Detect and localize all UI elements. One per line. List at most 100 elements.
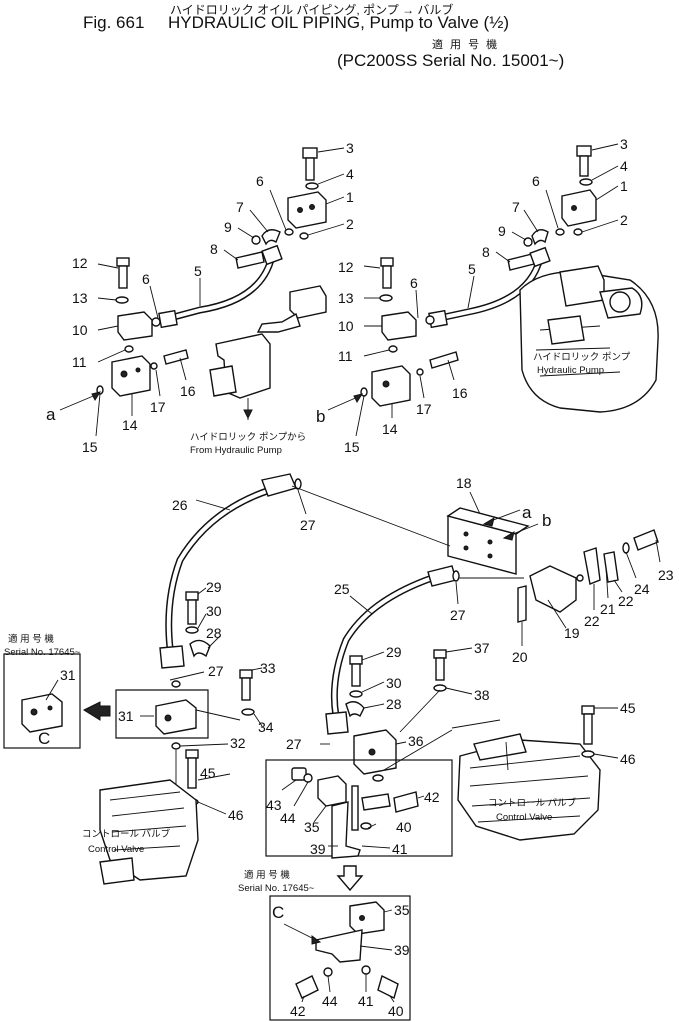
bracket xyxy=(315,929,363,963)
part-number: 9 xyxy=(224,219,232,235)
serial-kana-left: 適 用 号 機 xyxy=(8,633,54,645)
part-number: 21 xyxy=(600,601,616,617)
part-number: 40 xyxy=(388,1003,404,1019)
flange-half xyxy=(117,311,153,341)
arrow-letter-a: a xyxy=(46,405,56,424)
part-number: 13 xyxy=(72,290,88,306)
hyd-pump-kana: ハイドロリック ポンプ xyxy=(533,352,631,363)
hyd-pump-label: Hydraulic Pump xyxy=(537,365,604,376)
arrow-letter-a: a xyxy=(522,503,532,522)
part-number: 22 xyxy=(584,613,600,629)
bolt-shank xyxy=(305,157,315,181)
cv-kana-right: コントロール バルブ xyxy=(488,797,577,809)
block xyxy=(111,355,151,397)
part-number: 27 xyxy=(300,517,316,533)
part-number: 26 xyxy=(172,497,188,513)
part-number: 10 xyxy=(338,318,354,334)
arrow-letter-c: C xyxy=(272,903,284,922)
part-number: 31 xyxy=(118,708,134,724)
part-number: 14 xyxy=(122,417,138,433)
flange-half xyxy=(381,311,417,341)
part-number: 45 xyxy=(200,765,216,781)
bottom-inset xyxy=(269,895,411,1021)
part-number: 1 xyxy=(346,189,354,205)
hose-fitting xyxy=(158,309,178,329)
split-flange xyxy=(287,191,327,229)
part-number: 8 xyxy=(210,241,218,257)
serial-17645-box xyxy=(269,895,411,1021)
arrow-letter-b: b xyxy=(316,407,325,426)
part-number: 27 xyxy=(208,663,224,679)
part-number: 23 xyxy=(658,567,674,583)
bolt xyxy=(163,349,189,365)
control-valve xyxy=(99,779,199,881)
part-number: 44 xyxy=(280,810,296,826)
hose-fitting xyxy=(261,473,297,497)
arrow-letter-b: b xyxy=(542,511,551,530)
left-inset xyxy=(3,653,255,885)
part-number: 13 xyxy=(338,290,354,306)
part-number: 4 xyxy=(346,166,354,182)
serial-inset-box xyxy=(3,653,81,749)
o-ring xyxy=(124,345,134,353)
elbow xyxy=(531,229,549,246)
part-number: 28 xyxy=(386,696,402,712)
part-number: 15 xyxy=(344,439,360,455)
valve-bracket-box xyxy=(265,759,453,857)
part-number: 30 xyxy=(206,603,222,619)
part-number: 11 xyxy=(338,348,353,364)
part-number: 10 xyxy=(72,322,88,338)
from-pump-kana: ハイドロリック ポンプから xyxy=(190,432,306,443)
part-number: 46 xyxy=(228,807,244,823)
part-number: 46 xyxy=(620,751,636,767)
part-number: 36 xyxy=(408,733,424,749)
top-left-assembly xyxy=(59,147,327,420)
part-number: 42 xyxy=(424,789,440,805)
from-pump-label: From Hydraulic Pump xyxy=(190,445,282,456)
bolt xyxy=(235,251,265,269)
part-number: 8 xyxy=(482,244,490,260)
callout-text: ハイドロリック ポンプから From Hydraulic Pump ハイドロリッ… xyxy=(4,352,631,922)
bolt-shank xyxy=(118,265,128,289)
bracket xyxy=(529,565,577,613)
block xyxy=(371,365,411,407)
center-inset xyxy=(265,705,601,859)
bolt-head xyxy=(302,147,318,159)
pump-pipe xyxy=(256,312,301,333)
cv-label-left: Control Valve xyxy=(88,844,144,855)
part-number: 16 xyxy=(180,383,196,399)
elbow xyxy=(261,229,281,246)
arrow-letter-c: C xyxy=(38,729,50,748)
pump-port xyxy=(209,365,237,397)
page-title: HYDRAULIC OIL PIPING, Pump to Valve (½) xyxy=(168,13,510,32)
part-number: 3 xyxy=(620,136,628,152)
part-number: 15 xyxy=(82,439,98,455)
serial-range: (PC200SS Serial No. 15001~) xyxy=(337,51,565,70)
cv-kana-left: コントロール バルブ xyxy=(82,828,171,840)
part-number: 33 xyxy=(260,660,276,676)
part-number: 4 xyxy=(620,158,628,174)
part-number: 5 xyxy=(468,261,476,277)
part-number: 41 xyxy=(392,841,408,857)
part-number: 6 xyxy=(142,271,150,287)
part-number: 20 xyxy=(512,649,528,665)
o-ring xyxy=(299,232,309,240)
part-number: 16 xyxy=(452,385,468,401)
part-number: 14 xyxy=(382,421,398,437)
hose-fitting xyxy=(159,645,185,669)
washer xyxy=(115,296,129,304)
part-number: 12 xyxy=(338,259,354,275)
hose-fitting xyxy=(261,244,283,266)
part-number: 35 xyxy=(304,819,320,835)
bolt-head xyxy=(116,257,130,267)
part-number: 6 xyxy=(532,173,540,189)
part-number: 29 xyxy=(206,579,222,595)
part-number: 31 xyxy=(60,667,76,683)
figure-number: Fig. 661 xyxy=(83,13,145,32)
part-number: 32 xyxy=(230,735,246,751)
part-number: 1 xyxy=(620,178,628,194)
middle-assembly xyxy=(159,473,659,782)
part-number: 9 xyxy=(498,223,506,239)
part-number: 6 xyxy=(256,173,264,189)
